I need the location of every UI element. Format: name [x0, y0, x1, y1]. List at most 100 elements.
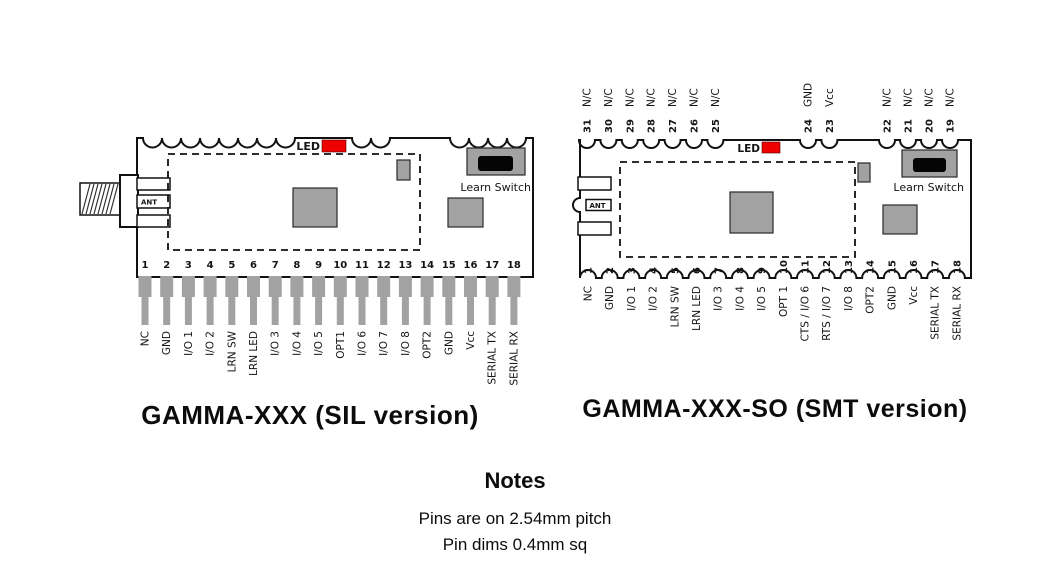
- pin-number: 9: [757, 267, 768, 274]
- pin-label: Vcc: [908, 286, 920, 305]
- pin-8: 8I/O 4: [290, 260, 304, 356]
- pin-shoulder: [312, 276, 326, 297]
- pin-number: 14: [420, 260, 434, 271]
- pin-number: 4: [649, 267, 660, 274]
- pin-22: 22N/C: [882, 88, 894, 133]
- thread-line: [101, 183, 111, 215]
- led-indicator: [321, 139, 347, 153]
- pin-number: 25: [711, 119, 722, 133]
- pin-number: 12: [377, 260, 391, 271]
- pin-number: 17: [931, 260, 942, 274]
- pin-23: 23 Vcc: [824, 88, 836, 133]
- sil-module-title: GAMMA-XXX (SIL version): [141, 400, 479, 430]
- pin-label: GND: [604, 286, 616, 310]
- pin-label: I/O 4: [734, 286, 746, 311]
- rf-section-dashed-box: [619, 161, 856, 258]
- pin-4: 4I/O 2: [203, 260, 217, 356]
- pin-number: 1: [142, 260, 149, 271]
- pin-number: 13: [398, 260, 412, 271]
- pin-label: NC: [140, 331, 152, 346]
- ant-label-box: [585, 198, 612, 212]
- pin-label: N/C: [924, 88, 936, 107]
- pin-shoulder: [485, 276, 499, 297]
- pin-lead: [206, 297, 214, 325]
- pin-label: N/C: [945, 88, 957, 107]
- led-label: LED: [296, 140, 320, 153]
- pin-label: I/O 5: [756, 286, 768, 311]
- pin-shoulder: [268, 276, 282, 297]
- main-ic-chip: [729, 191, 774, 234]
- pin-number: 28: [647, 119, 658, 133]
- pin-number: 10: [779, 260, 790, 274]
- pin-3: 3I/O 1: [626, 267, 638, 311]
- notes-line-pitch: Pins are on 2.54mm pitch: [418, 509, 612, 528]
- pin-30: 30N/C: [603, 88, 615, 133]
- pin-shoulder: [138, 276, 152, 297]
- pin-lead: [271, 297, 279, 325]
- pin-24: 24 GND: [803, 83, 815, 133]
- pin-20: 20N/C: [924, 88, 936, 133]
- pin-number: 4: [207, 260, 214, 271]
- pin-number: 11: [801, 260, 812, 274]
- pin-number: 16: [464, 260, 478, 271]
- small-component: [396, 159, 411, 181]
- pin-lead: [510, 297, 518, 325]
- led-label: LED: [737, 143, 760, 155]
- pin-19: 19N/C: [945, 88, 957, 133]
- pin-number: 1: [584, 267, 595, 274]
- pin-number: 11: [355, 260, 369, 271]
- pin-lead: [336, 297, 344, 325]
- pin-number: 9: [315, 260, 322, 271]
- pin-shoulder: [225, 276, 239, 297]
- pin-label: N/C: [603, 88, 615, 107]
- pin-label: I/O 8: [400, 331, 412, 356]
- pin-label: OPT2: [865, 286, 877, 314]
- pin-label: Vcc: [824, 88, 836, 107]
- thread-line: [97, 183, 107, 215]
- pin-7: 7I/O 3: [713, 267, 725, 311]
- pin-number: 17: [485, 260, 499, 271]
- pin-number: 24: [804, 119, 815, 133]
- pin-number: 23: [825, 119, 836, 133]
- pin-shoulder: [355, 276, 369, 297]
- notes-heading: Notes: [484, 468, 546, 493]
- pin-lead: [380, 297, 388, 325]
- secondary-ic-chip: [882, 204, 918, 235]
- notes-line-dims: Pin dims 0.4mm sq: [442, 535, 588, 555]
- pin-number: 16: [909, 260, 920, 274]
- pin-shoulder: [507, 276, 521, 297]
- pin-shoulder: [442, 276, 456, 297]
- pin-number: 7: [714, 267, 725, 274]
- pin-shoulder: [290, 276, 304, 297]
- pin-number: 13: [844, 260, 855, 274]
- pin-label: I/O 5: [313, 331, 325, 356]
- pin-shoulder: [203, 276, 217, 297]
- pin-label: I/O 1: [183, 331, 195, 356]
- pin-lead: [184, 297, 192, 325]
- pin-number: 12: [822, 260, 833, 274]
- pin-label: GND: [161, 331, 173, 355]
- pin-shoulder: [160, 276, 174, 297]
- antenna-pad-top: [136, 177, 171, 191]
- pin-label: I/O 2: [205, 331, 217, 356]
- thread-line: [89, 183, 99, 215]
- antenna-pad-top: [577, 176, 612, 191]
- pin-9: 9I/O 5: [756, 267, 768, 311]
- pin-label: GND: [803, 83, 815, 107]
- thread-line: [85, 183, 95, 215]
- pin-number: 3: [627, 267, 638, 274]
- pin-number: 29: [625, 119, 636, 133]
- pin-label: I/O 7: [378, 331, 390, 356]
- pin-number: 8: [293, 260, 300, 271]
